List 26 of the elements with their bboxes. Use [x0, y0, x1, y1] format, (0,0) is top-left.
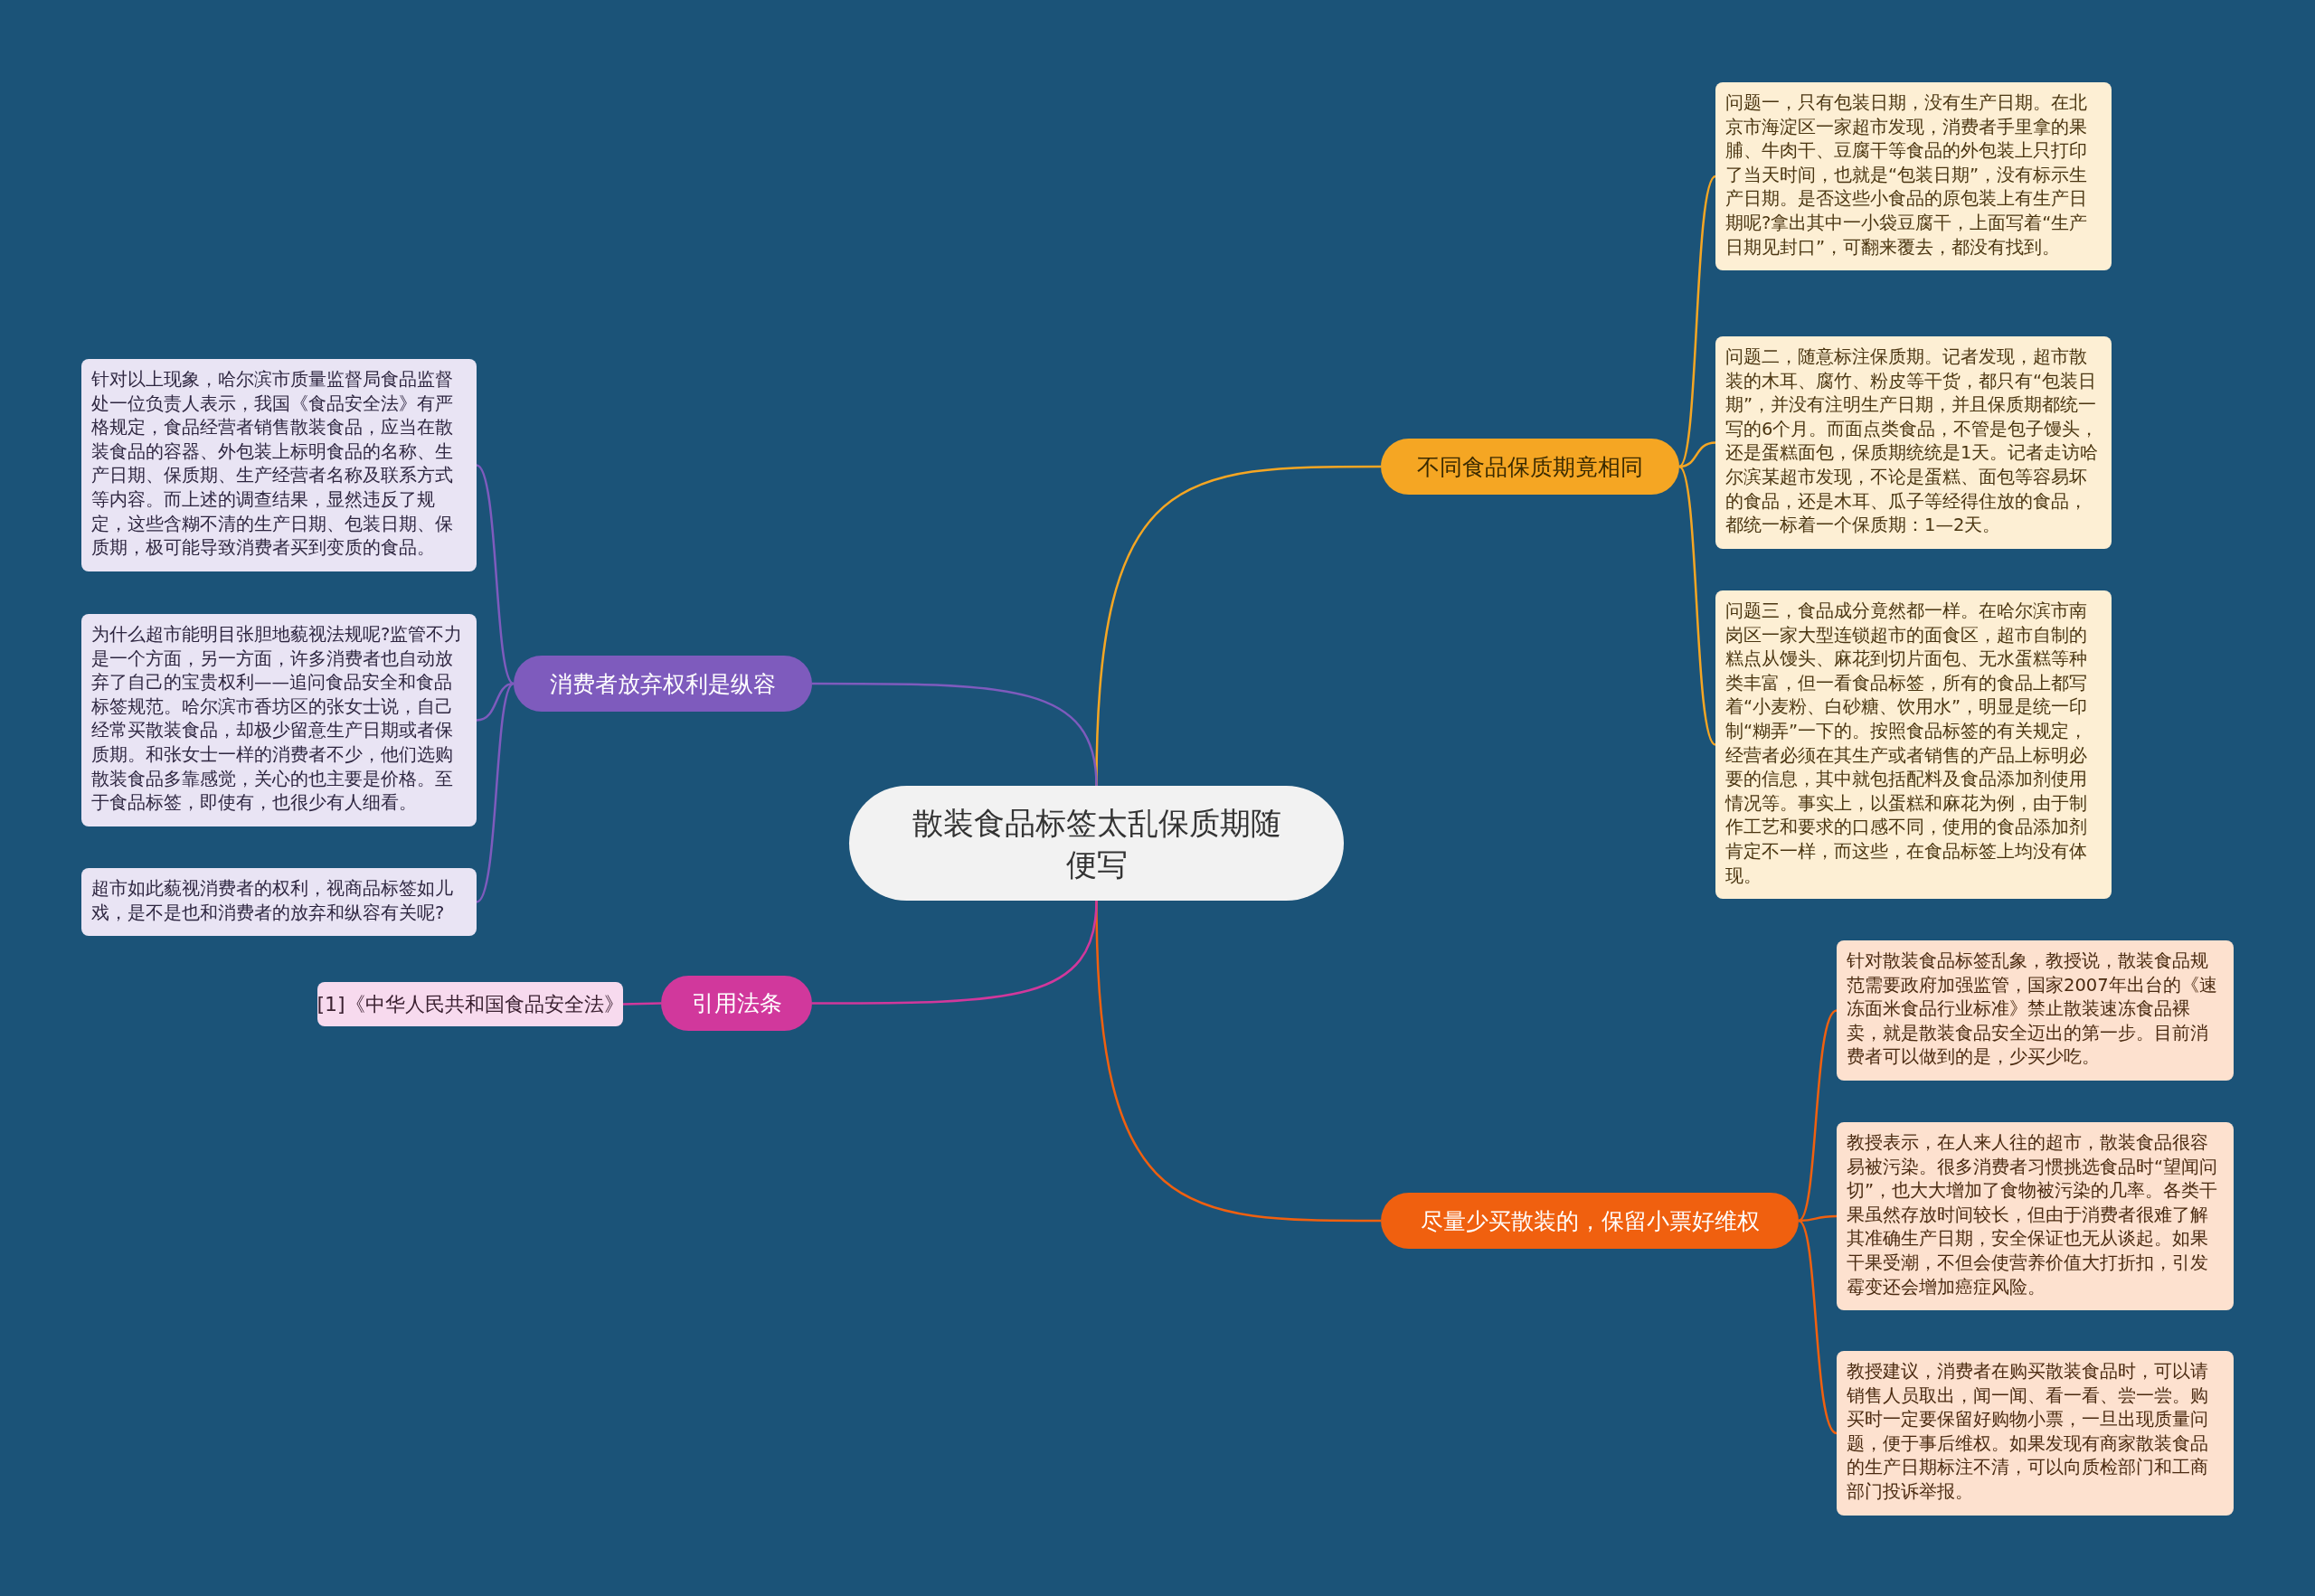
text-card: 问题三，食品成分竟然都一样。在哈尔滨市南岗区一家大型连锁超市的面食区，超市自制的糕点从馒头、麻花到切片面包、无水蛋糕等种类丰富，但一看食品标签，所有的食品上都写着“小麦粉、白砂糖、饮用水”，明显是统一印制“糊弄”一下的。按照食品标签的有关规定，经营者必须在其生产或者销售的产品上标明必要的信息，其中就包括配料及食品添加剂使用情况等。事实上，以蛋糕和麻花为例，由于制作工艺和要求的口感不同，使用的食品添加剂肯定不一样，而这些，在食品标签上均没有体现。: [1715, 590, 2112, 900]
text-card: 教授建议，消费者在购买散装食品时，可以请销售人员取出，闻一闻、看一看、尝一尝。购买时一定要保留好购物小票，一旦出现质量问题，便于事后维权。如果发现有商家散装食品的生产日期标注不清，可以向质检部门和工商部门投诉举报。: [1837, 1351, 2234, 1516]
text-card: 为什么超市能明目张胆地藐视法规呢?监管不力是一个方面，另一方面，许多消费者也自动放弃了自己的宝贵权利——追问食品安全和食品标签规范。哈尔滨市香坊区的张女士说，自己经常买散装食品，却极少留意生产日期或者保质期。和张女士一样的消费者不少，他们选购散装食品多靠感觉，关心的也主要是价格。至于食品标签，即使有，也很少有人细看。: [81, 614, 477, 826]
text-card: 教授表示，在人来人往的超市，散装食品很容易被污染。很多消费者习惯挑选食品时“望闻问切”，也大大增加了食物被污染的几率。各类干果虽然存放时间较长，但由于消费者很难了解其准确生产日期，安全保证也无从谈起。如果干果受潮，不但会使营养价值大打折扣，引发霉变还会增加癌症风险。: [1837, 1122, 2234, 1311]
connector-line: [1678, 175, 1716, 467]
connector-line: [622, 1002, 662, 1006]
connector-line: [1798, 1220, 1838, 1434]
text-card: 针对以上现象，哈尔滨市质量监督局食品监督处一位负责人表示，我国《食品安全法》有严格规定，食品经营者销售散装食品，应当在散装食品的容器、外包装上标明食品的名称、生产日期、保质期、生产经营者名称及联系方式等内容。而上述的调查结果，显然违反了规定，这些含糊不清的生产日期、包装日期、保质期，极可能导致消费者买到变质的食品。: [81, 359, 477, 571]
connector-line: [812, 900, 1098, 1005]
branch-box: 尽量少买散装的，保留小票好维权: [1381, 1193, 1799, 1249]
connector-line: [1678, 466, 1716, 746]
branch-box: 消费者放弃权利是纵容: [514, 656, 812, 712]
text-card: 超市如此藐视消费者的权利，视商品标签如儿戏，是不是也和消费者的放弃和纵容有关呢?: [81, 868, 477, 937]
connector-line: [476, 683, 515, 903]
connector-line: [812, 682, 1098, 787]
branch-box: 引用法条: [661, 976, 812, 1031]
connector-line: [476, 464, 515, 685]
text-card: 问题二，随意标注保质期。记者发现，超市散装的木耳、腐竹、粉皮等干货，都只有“包装日期”，并没有注明生产日期，并且保质期都统一写的6个月。而面点类食品，不管是包子馒头，还是蛋糕面包，保质期统统是1天。记者走访哈尔滨某超市发现，不论是蛋糕、面包等容易坏的食品，还是木耳、瓜子等经得住放的食品，都统一标着一个保质期：1—2天。: [1715, 336, 2112, 549]
reference-box: [1]《中华人民共和国食品安全法》: [317, 982, 623, 1026]
connector-line: [1798, 1214, 1838, 1223]
topic-box: 散装食品标签太乱保质期随便写: [849, 786, 1344, 901]
text-card: 问题一，只有包装日期，没有生产日期。在北京市海淀区一家超市发现，消费者手里拿的果脯、牛肉干、豆腐干等食品的外包装上只打印了当天时间，也就是“包装日期”，没有标示生产日期。是否这些小食品的原包装上有生产日期呢?拿出其中一小袋豆腐干，上面写着“生产日期见封口”，可翻来覆去，都没有找到。: [1715, 82, 2112, 271]
connector-line: [1798, 1009, 1838, 1222]
connector-line: [1678, 441, 1716, 468]
branch-box: 不同食品保质期竟相同: [1381, 439, 1679, 495]
text-card: 针对散装食品标签乱象，教授说，散装食品规范需要政府加强监管，国家2007年出台的《速冻面米食品行业标准》禁止散装速冻食品裸卖，就是散装食品安全迈出的第一步。目前消费者可以做到的是，少买少吃。: [1837, 940, 2234, 1081]
